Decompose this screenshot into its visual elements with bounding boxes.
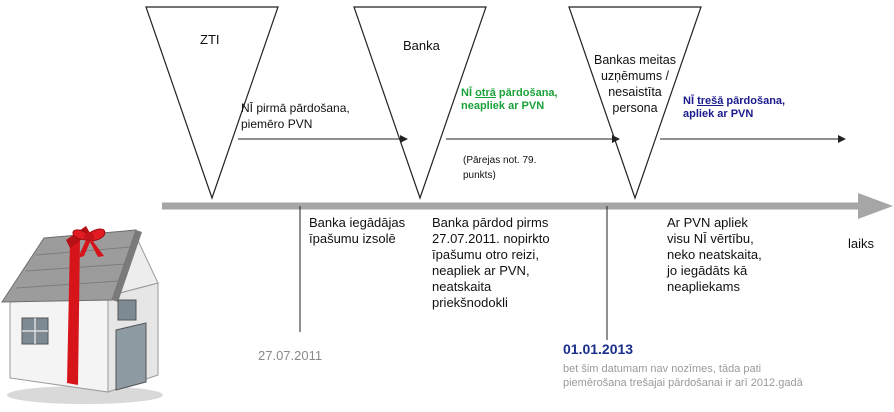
second-sale-note: (Pārejas not. 79. punkts) (463, 155, 537, 181)
arrow-first-sale (238, 135, 408, 143)
event2-text: Banka pārdod pirms 27.07.2011. nopirkto … (432, 215, 550, 310)
event3-text: Ar PVN apliek visu NĪ vērtību, neko neat… (667, 215, 762, 294)
axis-label: laiks (848, 236, 875, 251)
house-gift-icon (1, 226, 163, 404)
triangle-zti (145, 6, 279, 200)
date-2-note: bet šim datumam nav nozīmes, tāda pati p… (563, 363, 803, 389)
triangle-subsidiary (568, 6, 702, 200)
entity-zti: ZTI (200, 32, 220, 47)
date-2: 01.01.2013 (563, 341, 634, 357)
entity-subsidiary: Bankas meitas uzņēmums / nesaistīta pers… (594, 53, 676, 115)
entity-banka: Banka (403, 38, 440, 53)
third-sale-label: NĪ trešā pārdošana, apliek ar PVN (683, 95, 786, 120)
second-sale-label: NĪ otrā pārdošana, neapliek ar PVN (461, 87, 558, 112)
date-1: 27.07.2011 (258, 348, 323, 363)
triangle-banka (353, 6, 487, 200)
arrow-second-sale (446, 135, 620, 143)
timeline-axis (162, 193, 893, 219)
first-sale-label: NĪ pirmā pārdošana, piemēro PVN (241, 101, 350, 131)
event1-text: Banka iegādājas īpašumu izsolē (309, 215, 406, 246)
arrow-third-sale (660, 135, 846, 143)
